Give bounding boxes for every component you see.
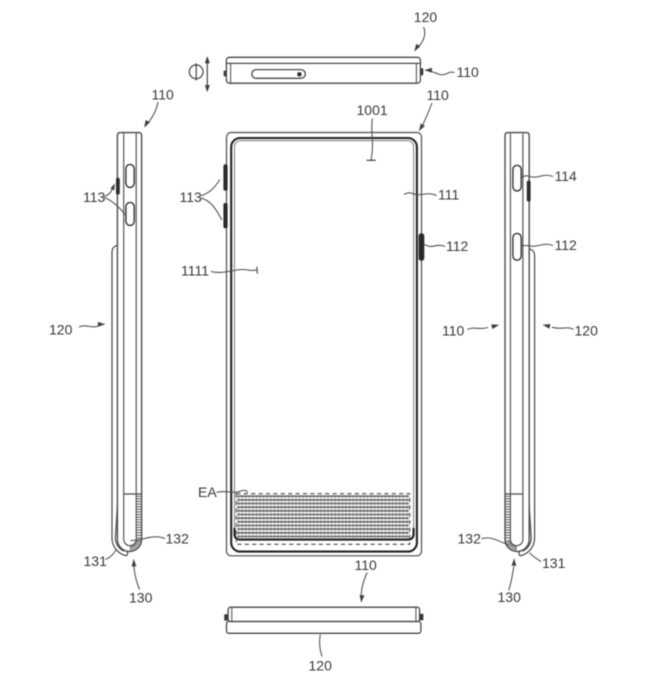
svg-text:120: 120 — [309, 657, 333, 673]
svg-text:132: 132 — [166, 531, 190, 547]
svg-text:131: 131 — [84, 553, 108, 569]
svg-text:110: 110 — [457, 64, 480, 80]
svg-text:110: 110 — [355, 557, 378, 573]
svg-text:110: 110 — [427, 87, 450, 103]
svg-text:110: 110 — [152, 87, 175, 103]
svg-text:130: 130 — [498, 589, 522, 605]
svg-text:131: 131 — [542, 555, 566, 571]
svg-text:132: 132 — [458, 531, 482, 547]
svg-text:113: 113 — [180, 189, 203, 205]
svg-text:112: 112 — [555, 237, 578, 253]
svg-text:110: 110 — [442, 323, 465, 339]
svg-text:1001: 1001 — [357, 102, 388, 118]
svg-text:EA: EA — [198, 484, 217, 500]
svg-text:114: 114 — [555, 168, 578, 184]
svg-text:120: 120 — [575, 323, 599, 339]
svg-text:130: 130 — [129, 590, 153, 606]
svg-text:1111: 1111 — [181, 263, 209, 279]
svg-text:113: 113 — [83, 189, 106, 205]
svg-text:120: 120 — [414, 9, 438, 25]
svg-text:111: 111 — [438, 187, 459, 203]
svg-text:112: 112 — [446, 238, 469, 254]
svg-text:120: 120 — [49, 322, 73, 338]
